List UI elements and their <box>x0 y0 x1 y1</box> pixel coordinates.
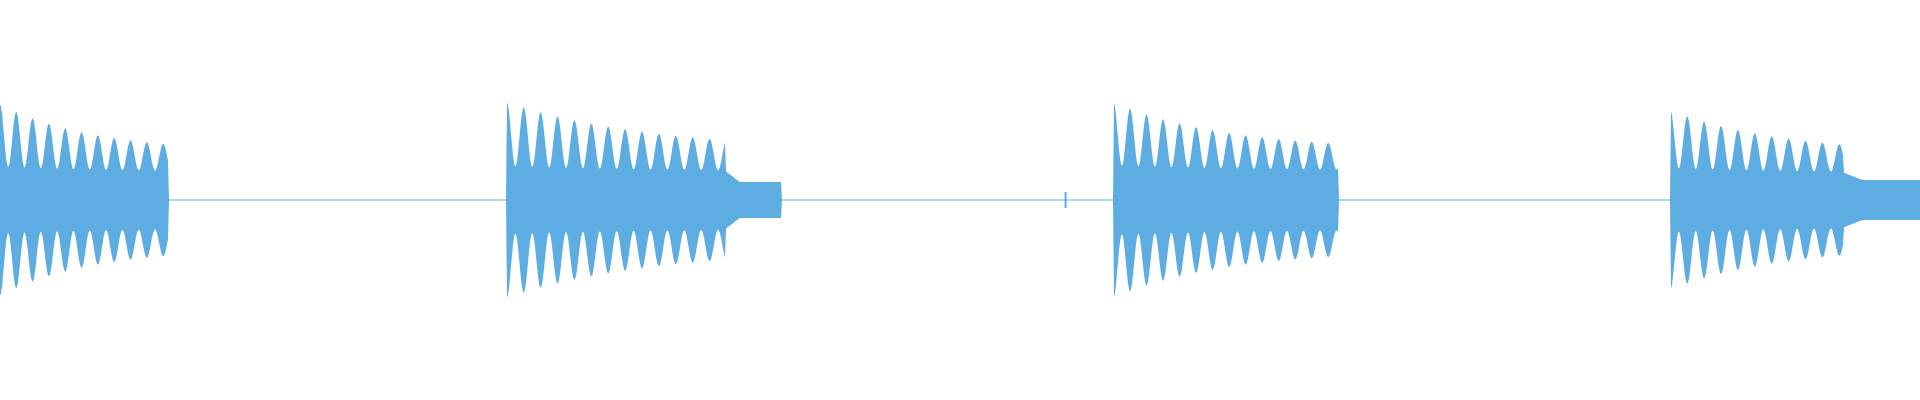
waveform-burst-2 <box>506 102 782 298</box>
waveform-bursts <box>0 102 1920 298</box>
waveform-burst-3 <box>1113 102 1339 298</box>
waveform-burst-4 <box>1670 111 1920 289</box>
waveform-burst-1 <box>0 104 225 296</box>
